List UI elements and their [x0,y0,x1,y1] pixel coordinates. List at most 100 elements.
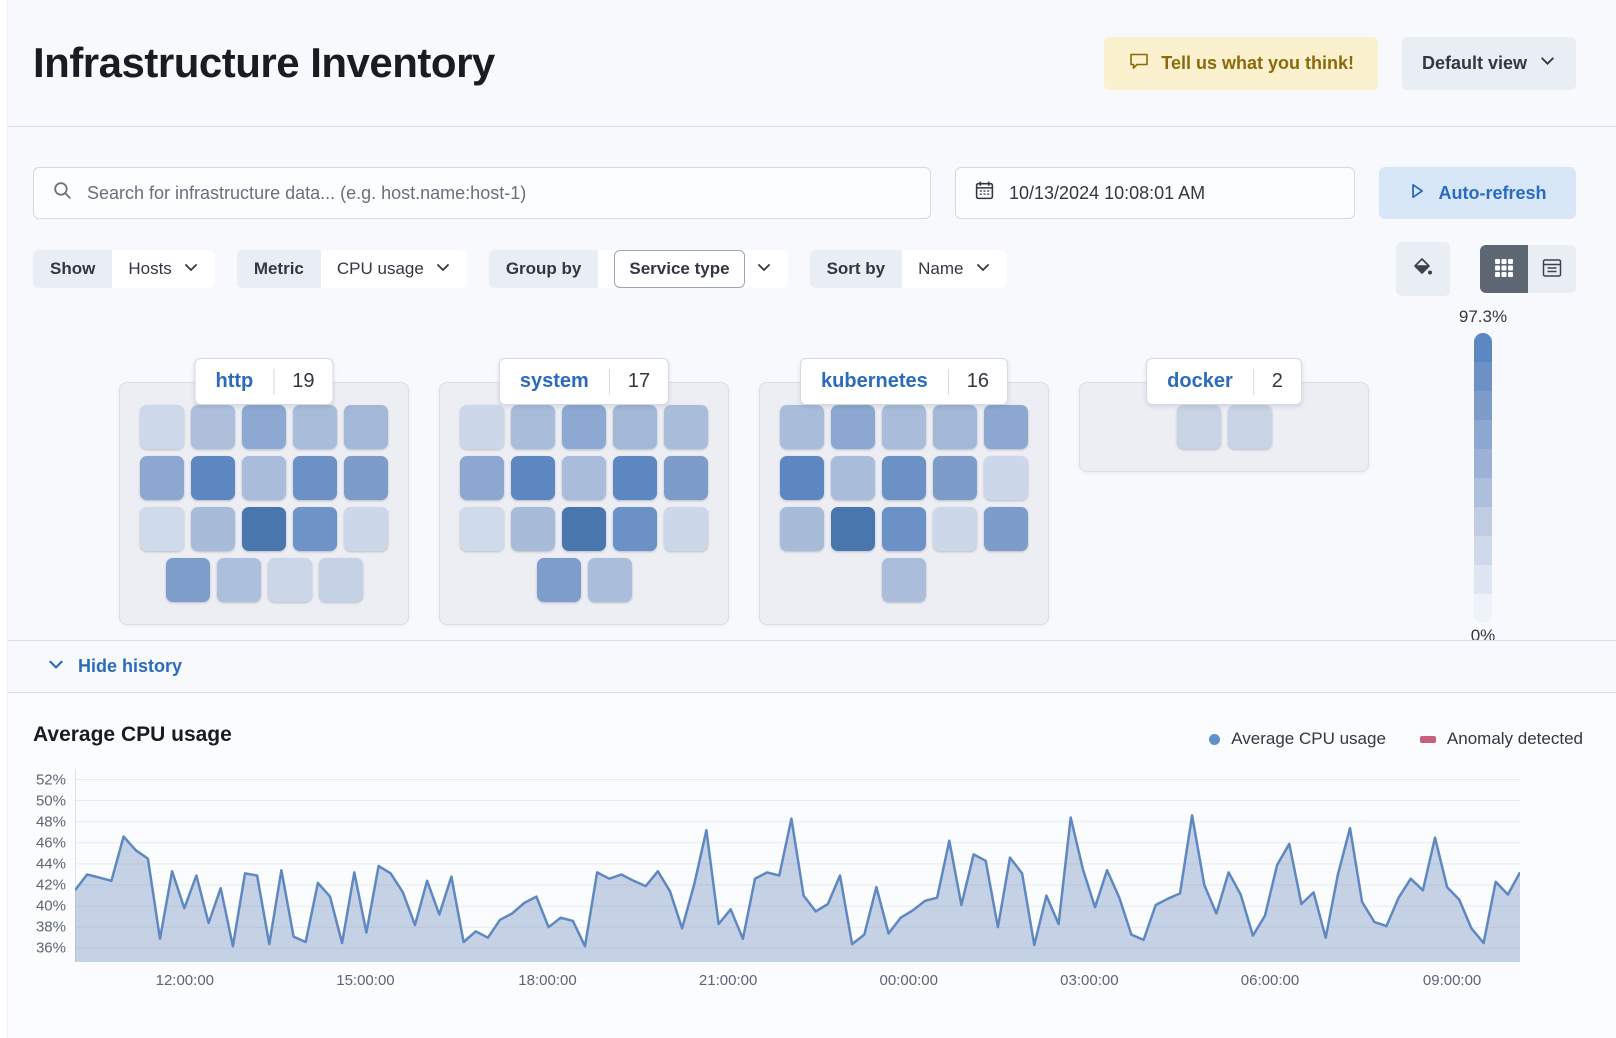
date-picker[interactable]: 10/13/2024 10:08:01 AM [955,167,1355,219]
group-name-link[interactable]: http [215,370,254,392]
host-square[interactable] [140,456,184,500]
host-square[interactable] [831,405,875,449]
host-square[interactable] [984,405,1028,449]
host-square[interactable] [511,405,555,449]
host-square[interactable] [460,507,504,551]
host-square[interactable] [344,507,388,551]
host-square[interactable] [242,456,286,500]
legend-item[interactable]: Average CPU usage [1209,729,1386,749]
x-axis-label: 12:00:00 [155,972,215,989]
host-square[interactable] [460,405,504,449]
host-square[interactable] [933,507,977,551]
host-square[interactable] [664,405,708,449]
host-square[interactable] [613,456,657,500]
host-square[interactable] [780,507,824,551]
gradient-step [1474,565,1492,594]
host-square[interactable] [831,456,875,500]
host-square[interactable] [984,456,1028,500]
host-square[interactable] [165,558,210,602]
waffle-card [119,382,409,625]
host-square[interactable] [562,456,606,500]
host-square[interactable] [984,507,1028,551]
host-square[interactable] [664,507,708,551]
host-square[interactable] [140,405,184,449]
host-square[interactable] [242,405,286,449]
filter-value-dropdown[interactable]: Service type [598,250,788,288]
date-value: 10/13/2024 10:08:01 AM [1009,182,1206,203]
group-name-link[interactable]: system [519,370,589,392]
host-square[interactable] [536,558,581,602]
host-square[interactable] [882,507,926,551]
view-mode-toggle [1480,245,1576,293]
host-square[interactable] [511,456,555,500]
severity-legend: 97.3% 0% [1453,307,1513,640]
host-square[interactable] [587,558,632,602]
host-square[interactable] [780,405,824,449]
group-name-link[interactable]: docker [1167,370,1233,392]
host-square[interactable] [882,405,926,449]
waffle-row [165,558,363,602]
host-square[interactable] [613,405,657,449]
host-square[interactable] [882,456,926,500]
filter-value-dropdown[interactable]: CPU usage [320,250,467,288]
host-square[interactable] [293,507,337,551]
host-square[interactable] [242,507,286,551]
host-square[interactable] [562,405,606,449]
host-square[interactable] [293,405,337,449]
hide-history-toggle[interactable]: Hide history [0,640,1616,693]
host-square[interactable] [191,405,235,449]
host-square[interactable] [191,507,235,551]
x-axis-label: 21:00:00 [698,972,758,989]
host-square[interactable] [318,558,363,602]
filter-value-dropdown[interactable]: Name [902,250,1007,288]
host-square[interactable] [1227,405,1272,449]
host-square[interactable] [216,558,261,602]
host-square[interactable] [780,456,824,500]
table-view-button[interactable] [1528,245,1576,293]
search-box[interactable] [33,167,931,219]
host-square[interactable] [460,456,504,500]
search-input[interactable] [87,182,912,204]
feedback-button[interactable]: Tell us what you think! [1104,36,1378,90]
legend-item[interactable]: Anomaly detected [1419,729,1583,749]
host-square[interactable] [613,507,657,551]
waffle-card [439,382,729,625]
saved-view-dropdown[interactable]: Default view [1401,36,1576,90]
host-square[interactable] [511,507,555,551]
host-square[interactable] [831,507,875,551]
area-series [74,769,1522,962]
table-icon [1541,257,1563,282]
host-square[interactable] [344,405,388,449]
host-square[interactable] [664,456,708,500]
waffle-row [140,507,388,551]
legend-dot-icon [1209,733,1221,745]
group-name-link[interactable]: kubernetes [821,370,928,392]
host-square[interactable] [293,456,337,500]
y-axis-label: 44% [35,855,66,873]
host-square[interactable] [140,507,184,551]
filter-label: Metric [236,250,321,288]
auto-refresh-button[interactable]: Auto-refresh [1379,167,1576,219]
host-square[interactable] [1176,405,1221,449]
grid-view-button[interactable] [1480,245,1528,293]
host-square[interactable] [933,456,977,500]
filter-value-dropdown[interactable]: Hosts [112,250,215,288]
host-square[interactable] [562,507,606,551]
host-square[interactable] [933,405,977,449]
waffle-row [780,507,1028,551]
host-square[interactable] [882,558,926,602]
host-square[interactable] [191,456,235,500]
chevron-down-icon [47,655,65,678]
host-square[interactable] [344,456,388,500]
color-palette-button[interactable] [1396,242,1450,296]
waffle-row [140,405,388,449]
gradient-step [1474,420,1492,449]
host-square[interactable] [267,558,312,602]
scrollbar-track[interactable] [0,0,8,1038]
